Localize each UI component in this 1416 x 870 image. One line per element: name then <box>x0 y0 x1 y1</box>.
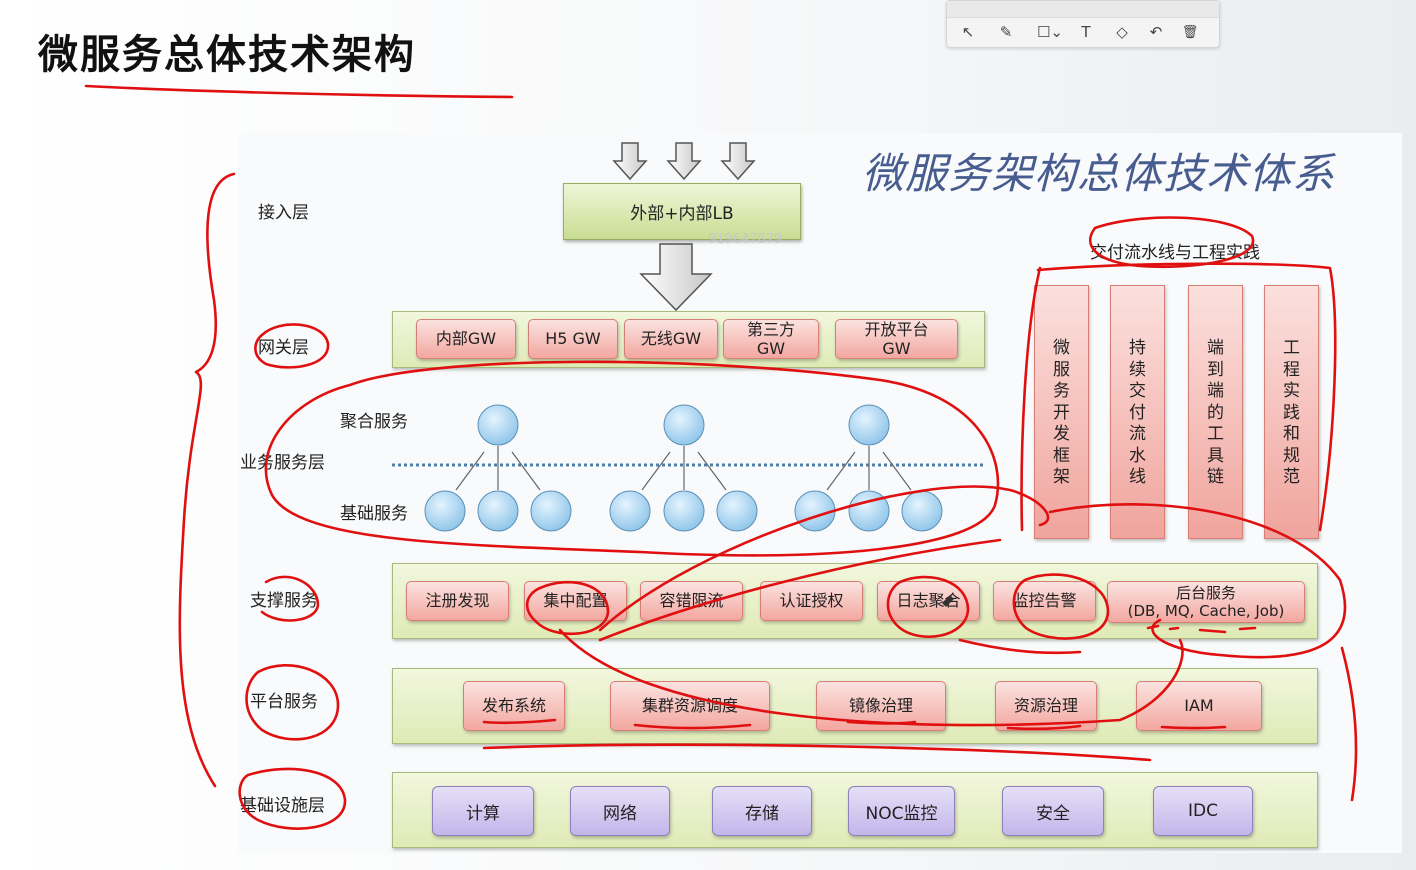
toolbar-header <box>947 1 1219 18</box>
slide-title: 微服务架构总体技术体系 <box>862 149 1336 198</box>
annotation-toolbar: ↖ ✎ ☐⌄ T ◇ ↶ 🗑 <box>946 0 1220 48</box>
infra-idc: IDC <box>1153 786 1253 836</box>
down-arrow-icon <box>720 142 756 181</box>
infra-storage: 存储 <box>712 786 812 836</box>
basic-service-node <box>848 490 890 532</box>
down-arrow-icon <box>639 243 713 312</box>
gateway-wireless: 无线GW <box>624 319 718 359</box>
platform-iam: IAM <box>1136 681 1262 731</box>
undo-icon[interactable]: ↶ <box>1149 23 1163 41</box>
support-service-config: 集中配置 <box>524 581 627 621</box>
trash-icon[interactable]: 🗑 <box>1181 24 1199 40</box>
support-service-fault-tolerance: 容错限流 <box>640 581 743 621</box>
page-title: 微服务总体技术架构 <box>38 32 416 78</box>
infra-compute: 计算 <box>432 786 534 836</box>
support-service-logging: 日志聚合 <box>877 581 980 621</box>
support-service-backend: 后台服务 (DB, MQ, Cache, Job) <box>1107 581 1305 623</box>
watermark-text: 919647879 <box>708 232 783 247</box>
aggregate-service-node <box>848 404 890 446</box>
pipeline-column-label: 工程实践和规范 <box>1283 338 1300 487</box>
gateway-third-party: 第三方 GW <box>723 319 819 359</box>
pipeline-column-toolchain: 端到端的工具链 <box>1188 285 1243 539</box>
basic-service-label: 基础服务 <box>340 504 408 524</box>
pen-icon[interactable]: ✎ <box>999 23 1013 41</box>
support-service-auth: 认证授权 <box>760 581 863 621</box>
pipeline-column-label: 持续交付流水线 <box>1129 338 1146 487</box>
basic-service-node <box>716 490 758 532</box>
pipeline-title: 交付流水线与工程实践 <box>1090 243 1260 263</box>
gateway-h5: H5 GW <box>528 319 618 359</box>
basic-service-node <box>424 490 466 532</box>
pointer-icon[interactable]: ↖ <box>961 23 975 41</box>
support-service-monitoring: 监控告警 <box>993 581 1096 621</box>
platform-release-system: 发布系统 <box>463 681 565 731</box>
gateway-open-platform: 开放平台 GW <box>835 319 958 359</box>
node-connectors <box>455 446 912 491</box>
basic-service-node <box>609 490 651 532</box>
basic-service-node <box>794 490 836 532</box>
input-arrow <box>612 142 756 181</box>
aggregate-service-node <box>477 404 519 446</box>
basic-service-node <box>901 490 943 532</box>
aggregate-service-label: 聚合服务 <box>340 412 408 432</box>
aggregate-service-node <box>663 404 705 446</box>
basic-service-node <box>477 490 519 532</box>
pipeline-column-cd: 持续交付流水线 <box>1110 285 1165 539</box>
pipeline-column-practice: 工程实践和规范 <box>1264 285 1319 539</box>
support-service-registry: 注册发现 <box>406 581 509 621</box>
shape-icon[interactable]: ☐⌄ <box>1036 23 1063 41</box>
basic-service-node <box>663 490 705 532</box>
infra-noc-monitoring: NOC监控 <box>848 786 955 836</box>
layer-label-access: 接入层 <box>258 203 309 223</box>
gateway-internal: 内部GW <box>416 319 516 359</box>
infra-security: 安全 <box>1002 786 1104 836</box>
pipeline-column-framework: 微服务开发框架 <box>1034 285 1089 539</box>
down-arrow-icon <box>612 142 648 181</box>
pipeline-column-label: 微服务开发框架 <box>1053 338 1070 487</box>
text-icon[interactable]: T <box>1081 23 1091 41</box>
platform-image-governance: 镜像治理 <box>816 681 946 731</box>
down-arrow-icon <box>666 142 702 181</box>
pipeline-column-label: 端到端的工具链 <box>1207 338 1224 487</box>
platform-cluster-scheduling: 集群资源调度 <box>610 681 770 731</box>
platform-resource-governance: 资源治理 <box>995 681 1097 731</box>
eraser-icon[interactable]: ◇ <box>1116 23 1128 41</box>
load-balancer-box: 外部+内部LB <box>563 183 801 240</box>
basic-service-node <box>530 490 572 532</box>
infra-network: 网络 <box>570 786 670 836</box>
